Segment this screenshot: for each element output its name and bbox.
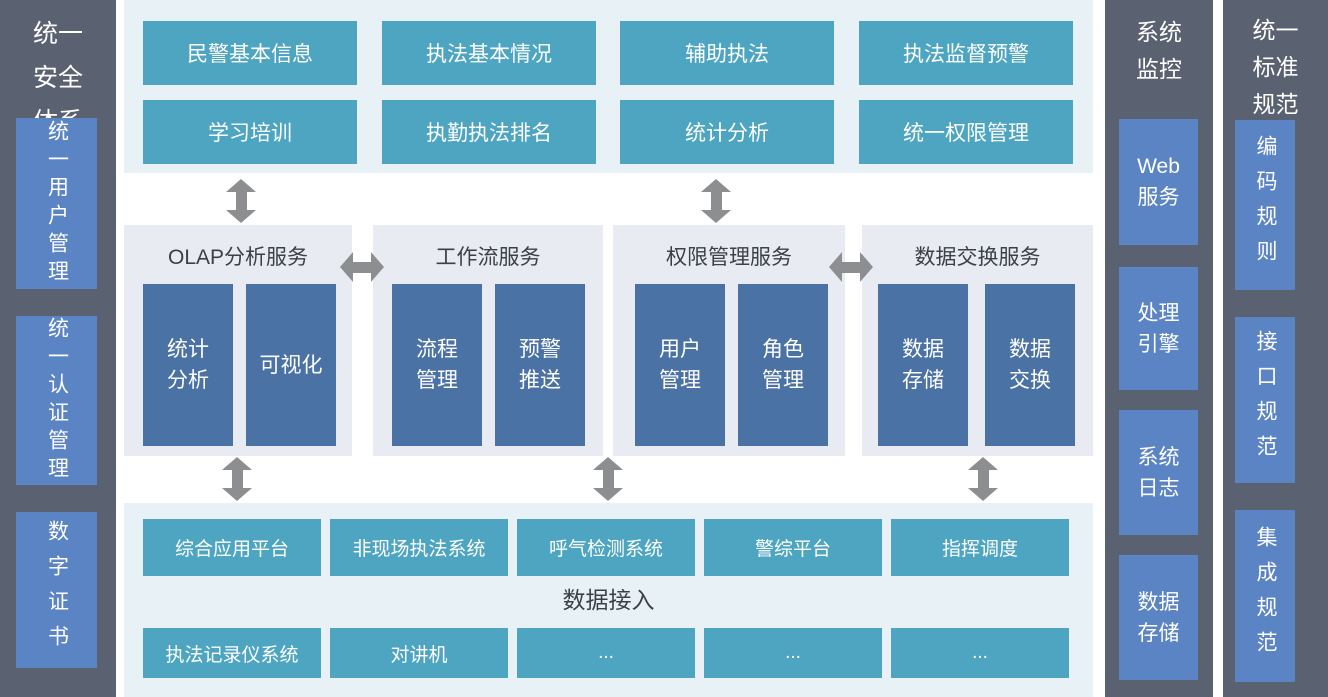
service-group-workflow: 工作流服务 流程 管理 预警 推送 xyxy=(373,225,603,456)
standards-sidebar: 统一 标准 规范 编码规则 接口规范 集成规范 xyxy=(1223,0,1328,697)
source-box-breath-test: 呼气检测系统 xyxy=(517,519,695,576)
device-box-ellipsis: ... xyxy=(517,628,695,678)
standard-item-coding-rules: 编码规则 xyxy=(1235,120,1295,290)
device-box-body-camera: 执法记录仪系统 xyxy=(143,628,321,678)
device-box-ellipsis: ... xyxy=(704,628,882,678)
device-box-ellipsis: ... xyxy=(891,628,1069,678)
source-box-offsite-enforcement: 非现场执法系统 xyxy=(330,519,508,576)
double-arrow-vertical-icon xyxy=(701,179,731,223)
source-box-police-platform: 警综平台 xyxy=(704,519,882,576)
data-access-panel: 综合应用平台 非现场执法系统 呼气检测系统 警综平台 指挥调度 数据接入 执法记… xyxy=(124,503,1093,697)
standard-item-label: 编码规则 xyxy=(1254,135,1277,275)
application-layer-panel: 民警基本信息 执法基本情况 辅助执法 执法监督预警 学习培训 执勤执法排名 统计… xyxy=(124,0,1093,173)
service-group-title: 工作流服务 xyxy=(435,246,541,269)
double-arrow-vertical-icon xyxy=(593,457,623,501)
app-box-enforcement-status: 执法基本情况 xyxy=(382,21,596,85)
double-arrow-horizontal-icon xyxy=(340,252,384,282)
double-arrow-vertical-icon xyxy=(226,179,256,223)
security-item-label: 统一用户管理 xyxy=(45,119,69,288)
monitor-item-label: 数据 存储 xyxy=(1137,590,1180,645)
security-item-label: 统一认证管理 xyxy=(45,316,69,485)
monitor-item-label: Web 服务 xyxy=(1137,155,1180,209)
security-item-label: 数字证书 xyxy=(45,520,69,660)
service-group-permission: 权限管理服务 用户 管理 角色 管理 xyxy=(613,225,845,456)
monitor-item-data-storage: 数据 存储 xyxy=(1119,555,1198,680)
service-box-visualization: 可视化 xyxy=(246,284,336,446)
service-group-title: OLAP分析服务 xyxy=(167,246,309,269)
standards-sidebar-title: 统一 标准 规范 xyxy=(1252,17,1299,117)
app-box-duty-ranking: 执勤执法排名 xyxy=(382,100,596,164)
monitor-item-web-service: Web 服务 xyxy=(1119,119,1198,245)
standard-item-label: 集成规范 xyxy=(1254,526,1277,666)
double-arrow-vertical-icon xyxy=(968,457,998,501)
data-access-label: 数据接入 xyxy=(562,587,655,613)
service-box-data-storage: 数据 存储 xyxy=(878,284,968,446)
service-group-olap: OLAP分析服务 统计 分析 可视化 xyxy=(124,225,352,456)
source-box-app-platform: 综合应用平台 xyxy=(143,519,321,576)
service-box-user-mgmt: 用户 管理 xyxy=(635,284,725,446)
security-sidebar: 统一 安全 体系 统一用户管理 统一认证管理 数字证书 xyxy=(0,0,116,697)
double-arrow-vertical-icon xyxy=(222,457,252,501)
security-item-user-mgmt: 统一用户管理 xyxy=(16,118,97,289)
service-group-data-exchange: 数据交换服务 数据 存储 数据 交换 xyxy=(862,225,1093,456)
app-box-statistics: 统计分析 xyxy=(620,100,834,164)
monitoring-sidebar-title: 系统 监控 xyxy=(1136,19,1182,82)
standard-item-interface-spec: 接口规范 xyxy=(1235,317,1295,483)
service-box-warning-push: 预警 推送 xyxy=(495,284,585,446)
source-box-command-dispatch: 指挥调度 xyxy=(891,519,1069,576)
security-item-digital-cert: 数字证书 xyxy=(16,512,97,668)
service-group-title: 数据交换服务 xyxy=(914,246,1041,269)
app-box-supervision-warning: 执法监督预警 xyxy=(859,21,1073,85)
app-box-permission-mgmt: 统一权限管理 xyxy=(859,100,1073,164)
service-box-role-mgmt: 角色 管理 xyxy=(738,284,828,446)
app-box-learning-training: 学习培训 xyxy=(143,100,357,164)
monitor-item-system-log: 系统 日志 xyxy=(1119,410,1198,535)
app-box-police-basic-info: 民警基本信息 xyxy=(143,21,357,85)
double-arrow-horizontal-icon xyxy=(829,252,873,282)
standard-item-integration-spec: 集成规范 xyxy=(1235,510,1295,682)
monitoring-sidebar: 系统 监控 Web 服务 处理 引擎 系统 日志 数据 存储 xyxy=(1105,0,1213,697)
service-box-stat-analysis: 统计 分析 xyxy=(143,284,233,446)
monitor-item-label: 系统 日志 xyxy=(1137,445,1180,500)
service-box-data-exchange: 数据 交换 xyxy=(985,284,1075,446)
app-box-assist-enforcement: 辅助执法 xyxy=(620,21,834,85)
standard-item-label: 接口规范 xyxy=(1254,330,1277,470)
service-group-title: 权限管理服务 xyxy=(666,246,792,269)
device-box-intercom: 对讲机 xyxy=(330,628,508,678)
monitor-item-label: 处理 引擎 xyxy=(1137,301,1180,356)
service-box-process-mgmt: 流程 管理 xyxy=(392,284,482,446)
security-item-auth-mgmt: 统一认证管理 xyxy=(16,316,97,485)
monitor-item-processing-engine: 处理 引擎 xyxy=(1119,267,1198,390)
